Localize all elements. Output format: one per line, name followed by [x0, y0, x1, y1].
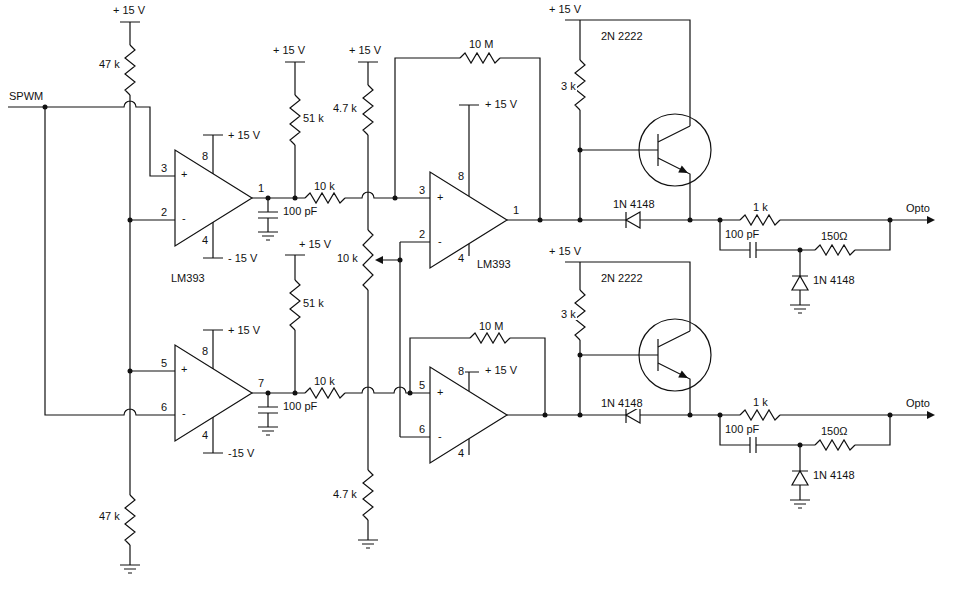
circuit-label: - — [181, 407, 187, 419]
circuit-label: - — [437, 235, 443, 247]
circuit-label: 8 — [457, 170, 465, 182]
circuit-label: 10 k — [313, 180, 336, 192]
circuit-label: + 15 V — [484, 364, 518, 376]
circuit-label: 2N 2222 — [600, 30, 644, 42]
circuit-label: + 15 V — [112, 4, 146, 16]
circuit-label: Opto — [905, 397, 931, 409]
circuit-label: + 15 V — [484, 98, 518, 110]
circuit-label: LM393 — [476, 258, 512, 270]
circuit-label: + 15 V — [548, 3, 582, 15]
circuit-label: Opto — [905, 202, 931, 214]
circuit-label: 1 k — [752, 201, 769, 213]
circuit-label: 150Ω — [820, 425, 849, 437]
circuit-label: 6 — [160, 401, 168, 413]
capacitor-symbol — [258, 212, 756, 453]
circuit-label: 7 — [257, 377, 265, 389]
wire — [8, 20, 927, 565]
circuit-label: -15 V — [227, 447, 255, 459]
circuit-label: 47 k — [98, 58, 121, 70]
circuit-label: 10 M — [468, 38, 494, 50]
comparator-symbol — [175, 150, 507, 463]
circuit-label: 1N 4148 — [612, 198, 656, 210]
circuit-label: 100 pF — [724, 423, 760, 435]
transistor-symbol — [639, 114, 711, 391]
circuit-label: LM393 — [170, 272, 206, 284]
ground-symbol — [120, 232, 810, 573]
circuit-label: 3 — [418, 184, 426, 196]
circuit-label: 5 — [418, 379, 426, 391]
circuit-label: SPWM — [8, 90, 44, 102]
circuit-label: 1 — [257, 182, 265, 194]
circuit-label: 51 k — [302, 297, 325, 309]
circuit-label: 2 — [418, 228, 426, 240]
circuit-label: + — [180, 168, 188, 180]
circuit-label: 1N 4148 — [812, 469, 856, 481]
circuit-label: 150Ω — [820, 230, 849, 242]
circuit-label: - 15 V — [227, 252, 258, 264]
resistor-symbol — [125, 45, 855, 545]
diode-symbol — [626, 212, 808, 485]
circuit-label: 100 pF — [724, 228, 760, 240]
circuit-label: 4 — [457, 252, 465, 264]
circuit-label: 4 — [201, 429, 209, 441]
circuit-label: 6 — [418, 423, 426, 435]
circuit-label: 1 — [512, 204, 520, 216]
circuit-label: 5 — [160, 357, 168, 369]
circuit-label: 47 k — [98, 510, 121, 522]
circuit-label: 8 — [201, 150, 209, 162]
circuit-label: + — [180, 363, 188, 375]
circuit-label: 8 — [457, 365, 465, 377]
circuit-label: 51 k — [302, 112, 325, 124]
circuit-label: + 15 V — [227, 129, 261, 141]
circuit-label: 4 — [201, 234, 209, 246]
circuit-label: 3 k — [560, 80, 577, 92]
circuit-label: 1 k — [752, 396, 769, 408]
arrowhead — [375, 165, 935, 419]
circuit-label: 1N 4148 — [812, 274, 856, 286]
circuit-label: + 15 V — [298, 238, 332, 250]
circuit-label: - — [181, 212, 187, 224]
circuit-label: 10 k — [336, 252, 359, 264]
junction-dot — [43, 105, 893, 448]
circuit-label: 4 — [457, 447, 465, 459]
circuit-label: 2N 2222 — [600, 272, 644, 284]
circuit-label: - — [437, 430, 443, 442]
circuit-label: 3 k — [560, 308, 577, 320]
circuit-label: + 15 V — [548, 245, 582, 257]
circuit-label: 10 k — [313, 375, 336, 387]
circuit-label: 4.7 k — [332, 488, 358, 500]
circuit-label: 10 M — [478, 320, 504, 332]
circuit-label: 1N 4148 — [600, 397, 644, 409]
circuit-label: 4.7 k — [332, 102, 358, 114]
circuit-label: + — [436, 386, 444, 398]
circuit-label: 100 pF — [282, 205, 318, 217]
circuit-label: + 15 V — [227, 324, 261, 336]
circuit-label: 8 — [201, 345, 209, 357]
circuit-label: 2 — [160, 206, 168, 218]
circuit-label: + 15 V — [348, 44, 382, 56]
circuit-label: 3 — [160, 162, 168, 174]
circuit-label: + 15 V — [272, 44, 306, 56]
circuit-label: + — [436, 191, 444, 203]
circuit-label: 100 pF — [282, 400, 318, 412]
